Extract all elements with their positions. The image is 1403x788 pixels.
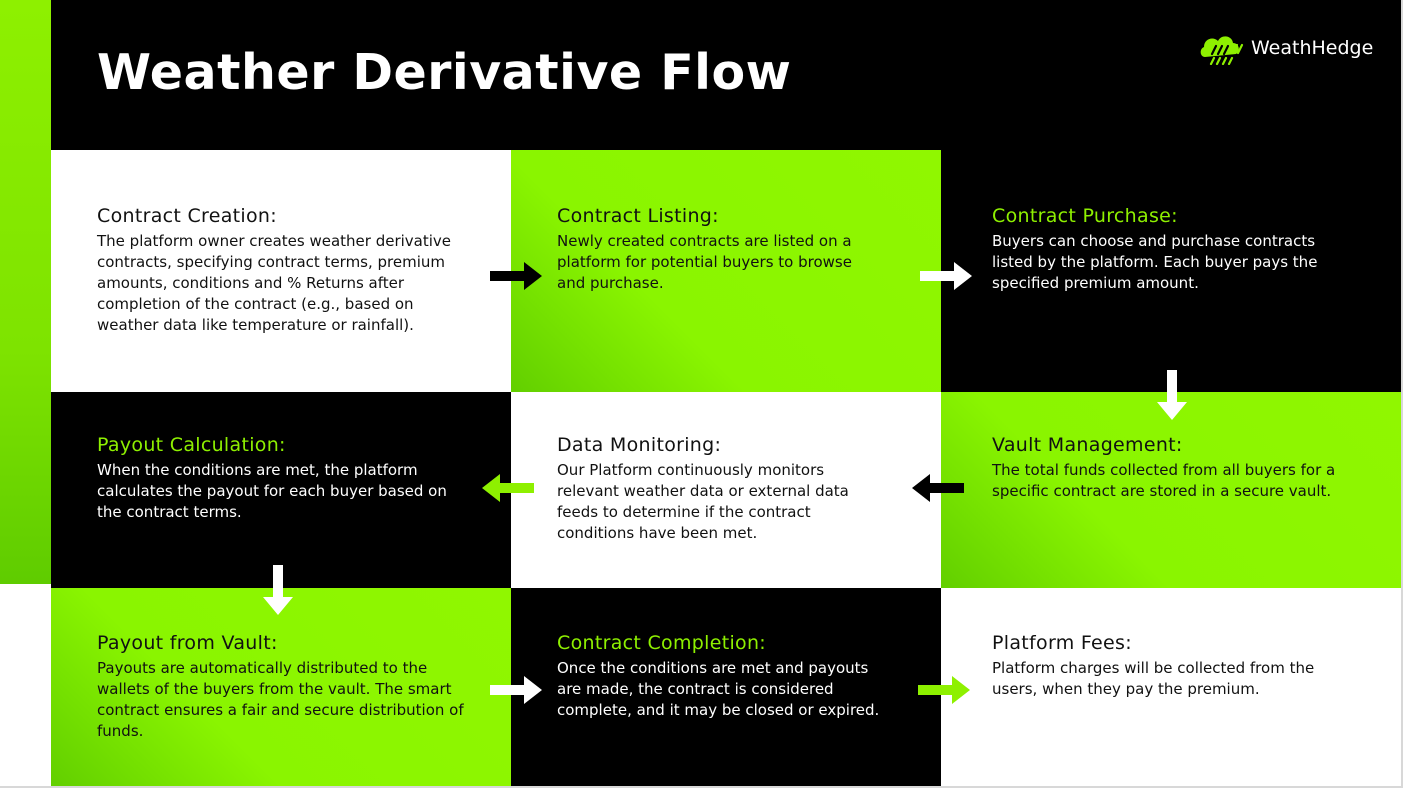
cell-contract-purchase [941,150,1401,392]
arrow-right-icon [918,676,970,704]
arrow-left-icon [482,474,534,502]
arrow-right-icon [490,676,542,704]
step-body: Platform charges will be collected from … [992,659,1315,698]
arrow-down-icon [263,565,293,615]
frame-border-bottom [0,786,1403,788]
cell-data-monitoring [511,392,941,588]
step-heading: Platform Fees: [992,632,1132,654]
step-body: The platform owner creates weather deriv… [97,232,452,334]
step-heading: Contract Purchase: [992,205,1178,227]
step-heading: Contract Completion: [557,632,766,654]
step-body: Payouts are automatically distributed to… [97,659,464,740]
step-heading: Contract Creation: [97,205,277,227]
step-contract-completion: Contract Completion: Once the conditions… [557,632,897,721]
arrow-down-icon [1157,370,1187,420]
step-heading: Payout Calculation: [97,434,286,456]
step-payout-calculation: Payout Calculation: When the conditions … [97,434,467,523]
step-body: Buyers can choose and purchase contracts… [992,232,1318,292]
left-accent-strip [0,0,51,584]
step-platform-fees: Platform Fees: Platform charges will be … [992,632,1342,700]
header-background [51,0,1403,150]
cell-payout-from-vault [51,588,511,786]
step-contract-purchase: Contract Purchase: Buyers can choose and… [992,205,1342,294]
frame-border-right [1401,0,1403,788]
step-heading: Vault Management: [992,434,1183,456]
step-body: The total funds collected from all buyer… [992,461,1336,500]
page-title: Weather Derivative Flow [97,44,792,101]
cell-contract-completion [511,588,941,786]
cell-vault-management [941,392,1401,588]
step-payout-from-vault: Payout from Vault: Payouts are automatic… [97,632,467,742]
arrow-right-icon [490,262,542,290]
step-body: When the conditions are met, the platfor… [97,461,447,521]
cell-contract-creation [51,150,511,392]
cell-payout-calculation [51,392,511,588]
arrow-right-icon [920,262,972,290]
step-data-monitoring: Data Monitoring: Our Platform continuous… [557,434,877,544]
step-body: Our Platform continuously monitors relev… [557,461,849,542]
step-body: Newly created contracts are listed on a … [557,232,852,292]
step-contract-creation: Contract Creation: The platform owner cr… [97,205,467,336]
cell-contract-listing [511,150,941,392]
step-vault-management: Vault Management: The total funds collec… [992,434,1362,502]
step-heading: Data Monitoring: [557,434,722,456]
step-contract-listing: Contract Listing: Newly created contract… [557,205,877,294]
cloud-rain-icon [1200,36,1244,65]
arrow-left-icon [912,474,964,502]
step-heading: Contract Listing: [557,205,719,227]
step-body: Once the conditions are met and payouts … [557,659,880,719]
brand-name: WeathHedge [1251,37,1374,59]
cell-platform-fees [941,588,1401,786]
brand-logo: WeathHedge [1199,30,1389,66]
step-heading: Payout from Vault: [97,632,278,654]
